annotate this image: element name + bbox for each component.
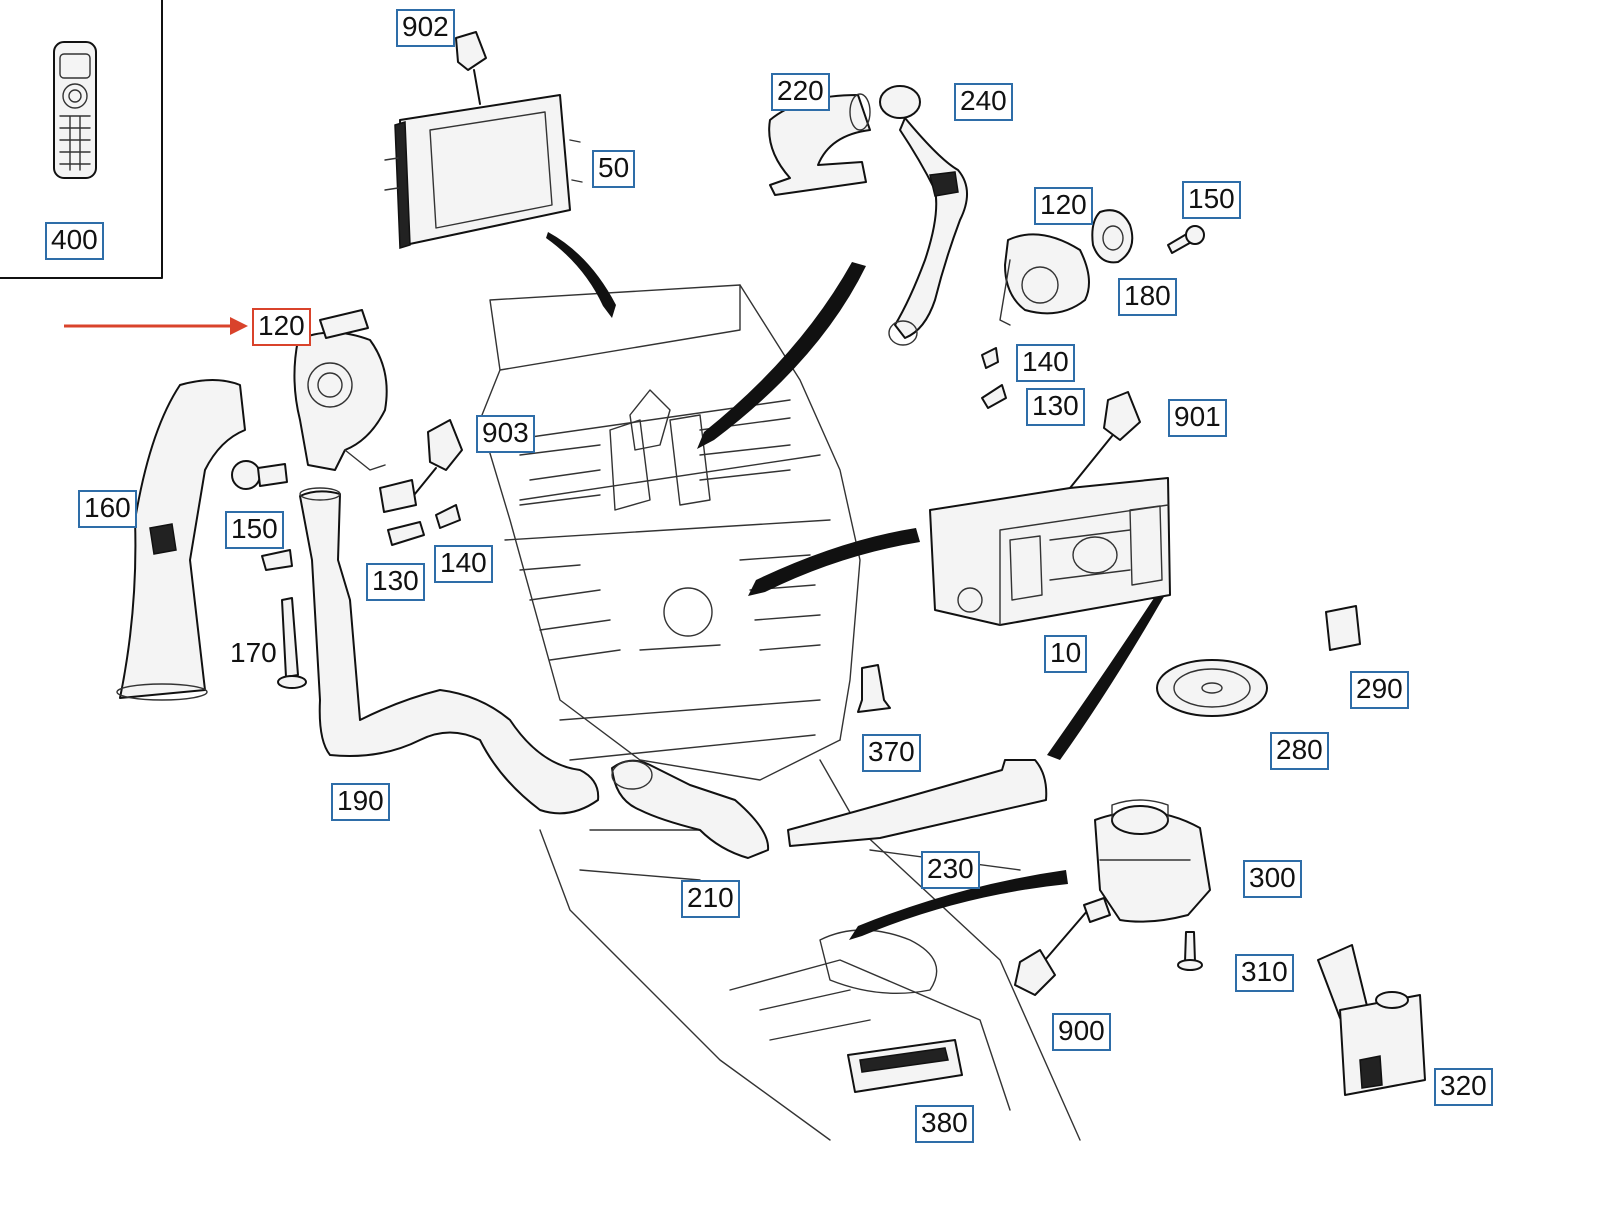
air-duct-part-160[interactable] (116, 379, 246, 701)
callout-130-right[interactable]: 130 (1026, 388, 1085, 426)
callout-230[interactable]: 230 (921, 851, 980, 889)
callout-140-left[interactable]: 140 (434, 545, 493, 583)
connector-300[interactable] (1083, 897, 1111, 923)
callout-370[interactable]: 370 (862, 734, 921, 772)
label-sticker-903[interactable] (427, 419, 463, 471)
air-duct-part-230[interactable] (787, 759, 1048, 847)
callout-140-right[interactable]: 140 (1016, 344, 1075, 382)
callout-150-right[interactable]: 150 (1182, 181, 1241, 219)
label-sticker-901[interactable] (1103, 391, 1141, 441)
fastener-clip[interactable] (261, 549, 293, 571)
clip-part-140-left[interactable] (435, 504, 461, 529)
callout-903[interactable]: 903 (476, 415, 535, 453)
disc-part-280[interactable] (1156, 659, 1268, 717)
arrow-vent (697, 262, 866, 449)
controller-part-300[interactable] (1094, 799, 1211, 923)
callout-400[interactable]: 400 (45, 222, 104, 260)
callout-900[interactable]: 900 (1052, 1013, 1111, 1051)
radio-unit-part-10[interactable] (929, 477, 1171, 626)
callout-901[interactable]: 901 (1168, 399, 1227, 437)
clip-part-140-right[interactable] (981, 347, 999, 369)
highlight-arrow (64, 317, 248, 335)
callout-210[interactable]: 210 (681, 880, 740, 918)
callout-180[interactable]: 180 (1118, 278, 1177, 316)
air-duct-part-190[interactable] (299, 487, 600, 815)
label-sticker-900[interactable] (1014, 949, 1056, 996)
leader-901 (1069, 435, 1113, 489)
remote-control-part-400[interactable] (53, 41, 97, 179)
callout-150-left[interactable]: 150 (225, 511, 284, 549)
screw-part-150-right[interactable] (1167, 225, 1205, 254)
clip-part-130-left[interactable] (387, 521, 425, 546)
callout-50[interactable]: 50 (592, 150, 636, 188)
switch-module-part-320[interactable] (1317, 944, 1426, 1096)
air-duct-part-240[interactable] (879, 85, 968, 346)
clip-part-130-right[interactable] (981, 384, 1007, 409)
callout-320[interactable]: 320 (1434, 1068, 1493, 1106)
callout-160[interactable]: 160 (78, 490, 137, 528)
leader-902 (473, 69, 481, 105)
connector-plug[interactable] (379, 479, 417, 513)
blower-motor-part-120-left[interactable] (293, 309, 388, 471)
module-part-380[interactable] (847, 1039, 963, 1093)
callout-380[interactable]: 380 (915, 1105, 974, 1143)
card-part-290[interactable] (1325, 605, 1361, 651)
clip-part-370[interactable] (857, 664, 891, 713)
screw-part-310[interactable] (1177, 931, 1203, 971)
blower-motor-part-120-right[interactable] (999, 233, 1090, 326)
callout-170[interactable]: 170 (230, 637, 277, 668)
callout-310[interactable]: 310 (1235, 954, 1294, 992)
dashboard-outline (479, 284, 1081, 1141)
callout-120-left-highlighted[interactable]: 120 (252, 308, 311, 346)
leader-900 (1044, 909, 1089, 961)
air-duct-part-210[interactable] (611, 759, 770, 859)
arrow-duct (1047, 592, 1167, 760)
display-screen-part-50[interactable] (384, 94, 583, 249)
callout-220[interactable]: 220 (771, 73, 830, 111)
callout-190[interactable]: 190 (331, 783, 390, 821)
callout-280[interactable]: 280 (1270, 732, 1329, 770)
callout-120-right[interactable]: 120 (1034, 187, 1093, 225)
callout-300[interactable]: 300 (1243, 860, 1302, 898)
pin-part-170[interactable] (277, 597, 307, 689)
inset-frame (0, 0, 163, 279)
screw-part-150-left[interactable] (231, 460, 288, 490)
callout-10[interactable]: 10 (1044, 635, 1088, 673)
arrow-radio (748, 528, 920, 596)
label-sticker-902[interactable] (455, 31, 487, 71)
ring-part-180[interactable] (1091, 209, 1134, 264)
arrow-controller (849, 870, 1068, 940)
callout-130-left[interactable]: 130 (366, 563, 425, 601)
callout-240[interactable]: 240 (954, 83, 1013, 121)
callout-290[interactable]: 290 (1350, 671, 1409, 709)
callout-902[interactable]: 902 (396, 9, 455, 47)
arrow-screen (546, 232, 616, 318)
